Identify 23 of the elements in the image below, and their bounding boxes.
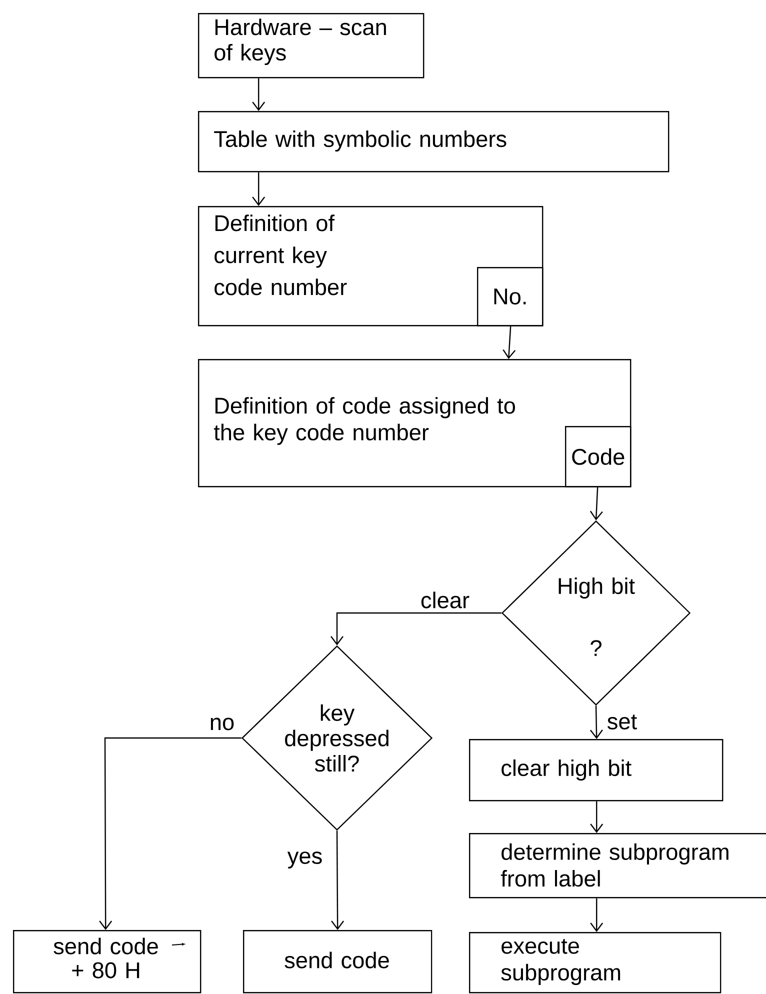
edge-label: no [208,716,236,732]
process-box: No. [477,267,544,326]
process-box: determine subprogram from label [469,833,766,898]
arrow [330,612,502,646]
arrow [252,78,266,111]
edge-label: set [606,713,638,731]
process-box: Hardware – scan of keys [198,13,424,78]
process-box: execute subprogram [469,932,722,994]
arrow [590,898,604,932]
arrow [590,706,603,739]
edge-label: clear [419,590,471,610]
arrow [590,487,603,520]
process-box: clear high bit [469,739,724,802]
process-box: Code [565,426,632,488]
arrow [502,326,516,359]
process-box: Table with symbolic numbers [198,111,670,172]
arrow [99,737,242,930]
process-box: send code [243,930,432,994]
arrow [331,830,344,930]
process-box: send code + 80 H [13,930,202,994]
arrow [252,172,266,206]
edge-label: yes [286,850,324,870]
arrow [590,801,604,833]
